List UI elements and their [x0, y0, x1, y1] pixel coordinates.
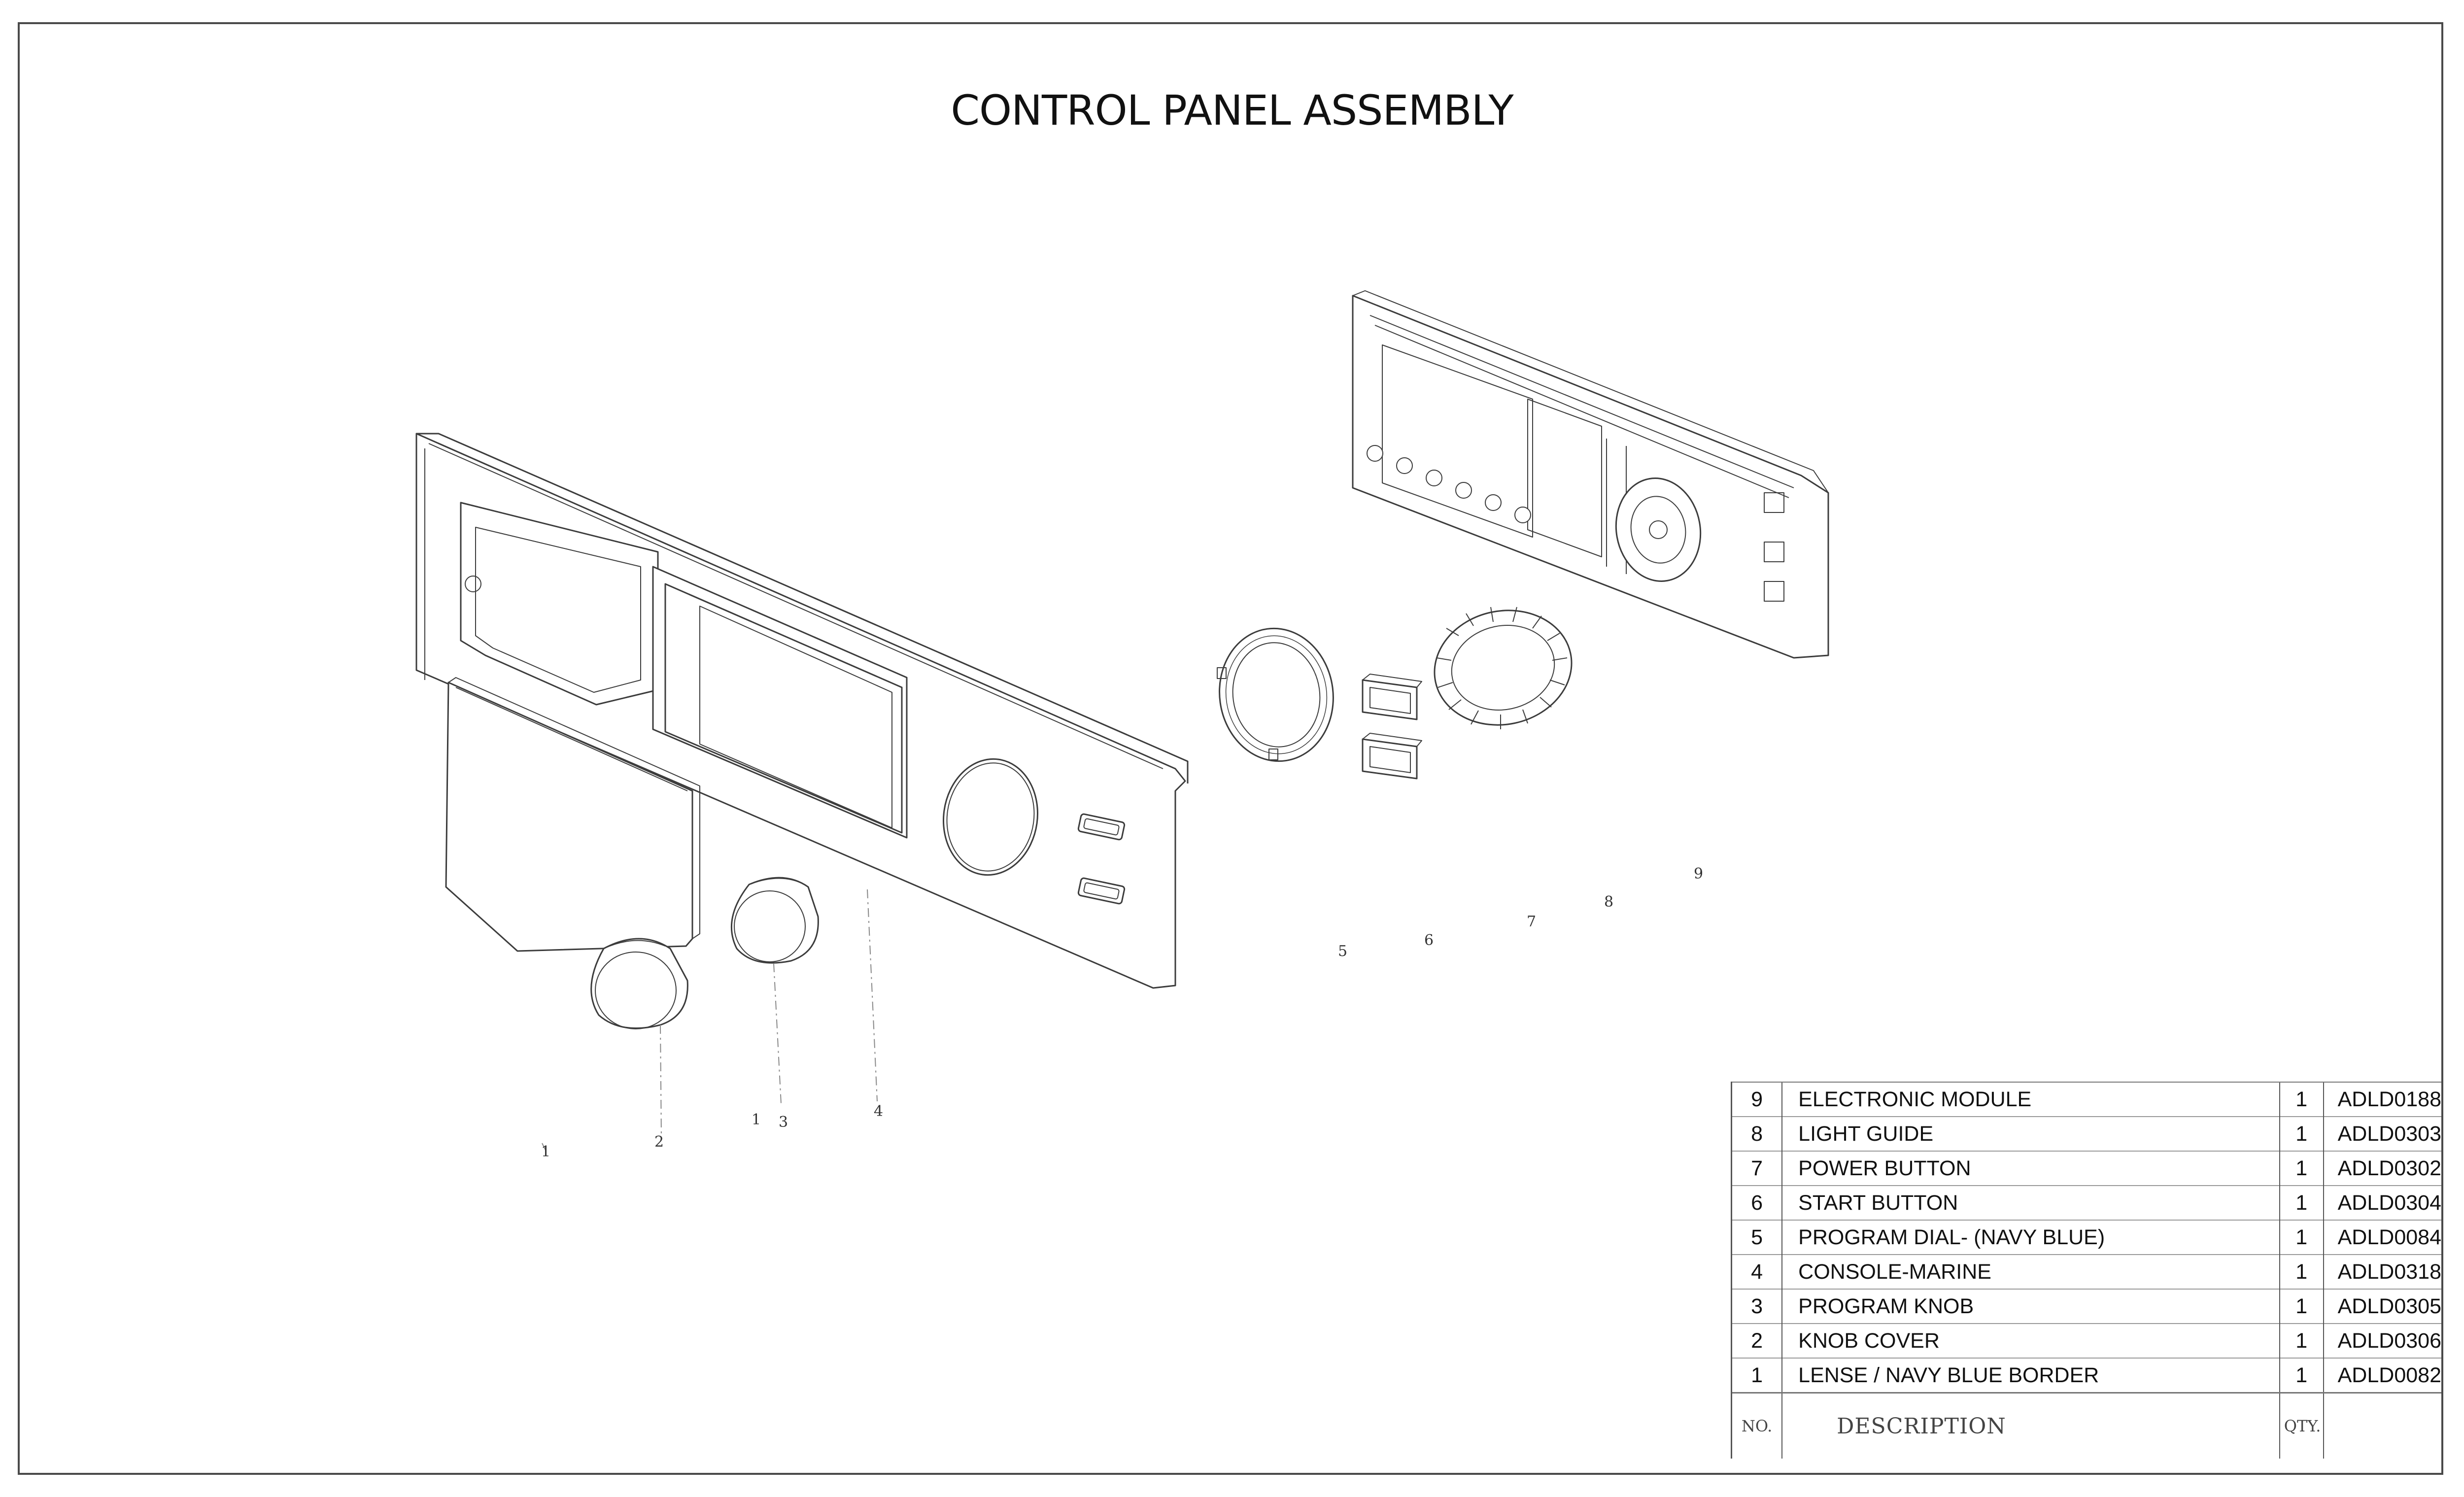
header-code: [2323, 1392, 2441, 1459]
callout-9: 9: [1694, 865, 1703, 883]
part-no: 1: [1731, 1358, 1782, 1393]
parts-row: 2 KNOB COVER 1 ADLD0306: [1731, 1323, 2441, 1358]
part-code: ADLD0305: [2323, 1289, 2441, 1324]
part-code: ADLD0303: [2323, 1116, 2441, 1151]
part-code: ADLD0304: [2323, 1185, 2441, 1220]
part-code: ADLD0302: [2323, 1151, 2441, 1186]
part-description: LENSE / NAVY BLUE BORDER: [1781, 1358, 2280, 1393]
header-description: DESCRIPTION: [1781, 1392, 2280, 1459]
part-qty: 1: [2279, 1289, 2324, 1324]
parts-row: 7 POWER BUTTON 1 ADLD0302: [1731, 1151, 2441, 1186]
part-code: ADLD0082: [2323, 1358, 2441, 1393]
part-description: START BUTTON: [1781, 1185, 2280, 1220]
part-description: POWER BUTTON: [1781, 1151, 2280, 1186]
part-qty: 1: [2279, 1185, 2324, 1220]
part-code: ADLD0318: [2323, 1254, 2441, 1289]
parts-row: 8 LIGHT GUIDE 1 ADLD0303: [1731, 1116, 2441, 1151]
part-description: ELECTRONIC MODULE: [1781, 1082, 2280, 1117]
header-no: NO.: [1731, 1392, 1782, 1459]
electronic-module-part: [1352, 290, 1829, 659]
light-guide-part: [1434, 607, 1573, 729]
callout-4: 4: [874, 1103, 883, 1120]
power-button-part: [1362, 674, 1422, 720]
parts-row: 6 START BUTTON 1 ADLD0304: [1731, 1185, 2441, 1220]
callout-3: 3: [779, 1114, 788, 1131]
part-qty: 1: [2279, 1220, 2324, 1255]
program-knob-part: [730, 877, 819, 964]
part-description: LIGHT GUIDE: [1781, 1116, 2280, 1151]
sheet-border: [18, 22, 2443, 1475]
drawing-title: CONTROL PANEL ASSEMBLY: [951, 86, 1513, 135]
part-no: 6: [1731, 1185, 1782, 1220]
callout-6: 6: [1424, 932, 1434, 949]
parts-row: 4 CONSOLE-MARINE 1 ADLD0318: [1731, 1254, 2441, 1289]
part-qty: 1: [2279, 1254, 2324, 1289]
header-qty: QTY.: [2279, 1392, 2324, 1459]
parts-row: 9 ELECTRONIC MODULE 1 ADLD0188: [1731, 1082, 2441, 1117]
part-description: PROGRAM DIAL- (NAVY BLUE): [1781, 1220, 2280, 1255]
part-no: 3: [1731, 1289, 1782, 1324]
knob-cover-part: [590, 938, 688, 1029]
parts-row: 5 PROGRAM DIAL- (NAVY BLUE) 1 ADLD0084: [1731, 1220, 2441, 1255]
part-qty: 1: [2279, 1358, 2324, 1393]
start-button-part: [1362, 733, 1422, 780]
console-part: [415, 433, 1189, 989]
callout-8: 8: [1604, 893, 1613, 911]
parts-row: 1 LENSE / NAVY BLUE BORDER 1 ADLD0082: [1731, 1358, 2441, 1393]
callout-2: 2: [654, 1133, 664, 1151]
leader-lines: [542, 889, 878, 1154]
part-no: 2: [1731, 1323, 1782, 1358]
part-no: 5: [1731, 1220, 1782, 1255]
part-no: 8: [1731, 1116, 1782, 1151]
part-qty: 1: [2279, 1323, 2324, 1358]
parts-list-table: 9 ELECTRONIC MODULE 1 ADLD0188 8 LIGHT G…: [1731, 1082, 2441, 1459]
callout-5: 5: [1338, 943, 1347, 960]
program-dial-part: [1217, 627, 1334, 762]
callout-1: 1: [541, 1143, 550, 1160]
part-code: ADLD0306: [2323, 1323, 2441, 1358]
part-description: PROGRAM KNOB: [1781, 1289, 2280, 1324]
parts-row: 3 PROGRAM KNOB 1 ADLD0305: [1731, 1289, 2441, 1324]
part-no: 4: [1731, 1254, 1782, 1289]
part-qty: 1: [2279, 1116, 2324, 1151]
part-code: ADLD0188: [2323, 1082, 2441, 1117]
part-no: 7: [1731, 1151, 1782, 1186]
part-qty: 1: [2279, 1082, 2324, 1117]
callout-1b: 1: [752, 1111, 761, 1128]
part-description: CONSOLE-MARINE: [1781, 1254, 2280, 1289]
part-qty: 1: [2279, 1151, 2324, 1186]
part-description: KNOB COVER: [1781, 1323, 2280, 1358]
part-code: ADLD0084: [2323, 1220, 2441, 1255]
lens-part: [445, 677, 700, 952]
part-no: 9: [1731, 1082, 1782, 1117]
callout-7: 7: [1527, 913, 1536, 930]
parts-header-row: NO. DESCRIPTION QTY.: [1731, 1392, 2441, 1459]
